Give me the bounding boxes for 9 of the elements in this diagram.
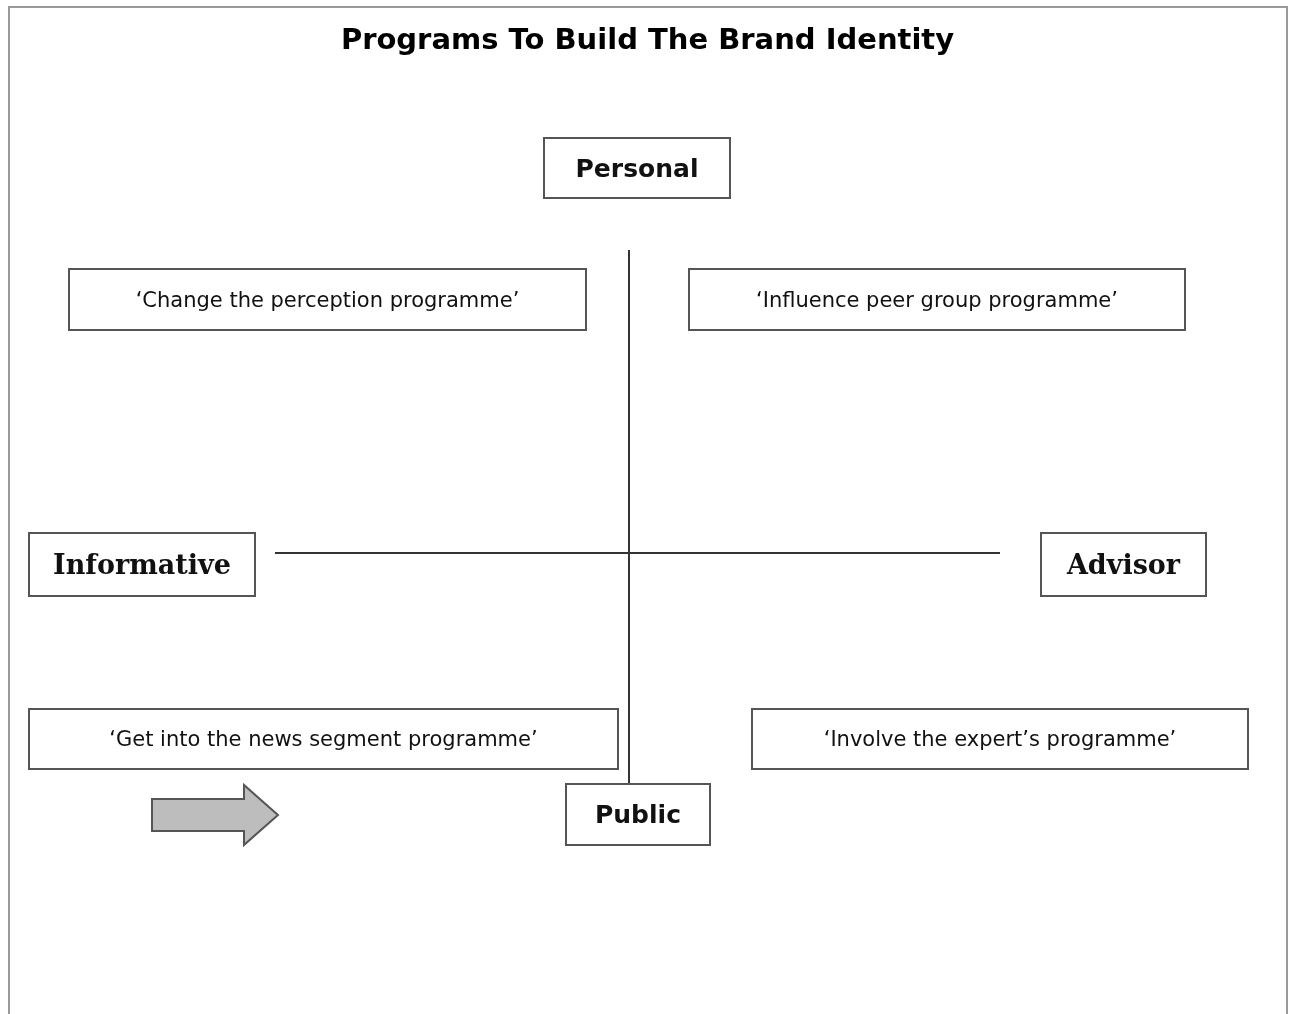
label-box: Personal: [543, 137, 731, 199]
label-box: ‘Involve the expert’s programme’: [751, 708, 1249, 770]
label-box: ‘Influence peer group programme’: [688, 268, 1186, 331]
title: Programs To Build The Brand Identity: [339, 22, 956, 56]
label-box: Public: [565, 783, 711, 846]
label-box: Advisor: [1040, 532, 1207, 597]
label-box: ‘Get into the news segment programme’: [28, 708, 619, 770]
label-box: Informative: [28, 532, 256, 597]
label-box: ‘Change the perception programme’: [68, 268, 587, 331]
